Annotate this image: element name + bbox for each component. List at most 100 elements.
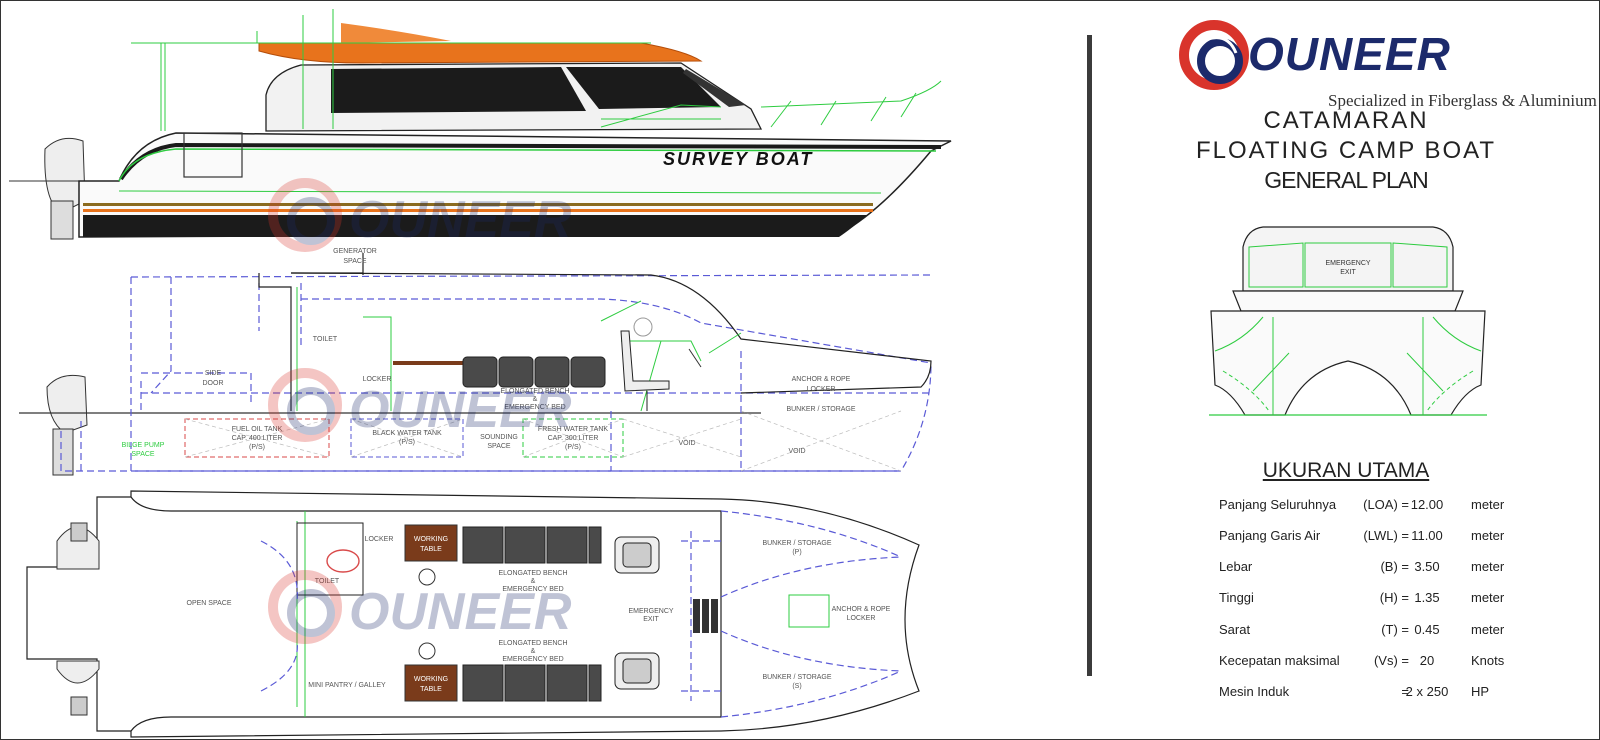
front-exit-label-2: EXIT <box>1340 269 1356 276</box>
bunker-s-label-1: BUNKER / STORAGE <box>762 674 831 681</box>
working-table-top-label-1: WORKING <box>414 536 448 543</box>
anchor-profile-label-1: ANCHOR & ROPE <box>792 376 851 383</box>
interior-profile-view: GENERATOR SPACE TOILET SIDE DOOR LOCKER … <box>19 248 932 476</box>
anchor-plan-label-2: LOCKER <box>847 615 876 622</box>
plan-outboard-motors <box>56 522 100 716</box>
spec-unit: Knots <box>1471 653 1505 668</box>
bunker-s-label-2: (S) <box>792 683 801 690</box>
fuel-label-3: (P/S) <box>249 444 265 451</box>
side-door-label-2: DOOR <box>203 380 224 387</box>
anchor-profile-label-2: LOCKER <box>807 386 836 393</box>
spec-row: Sarat (T) = 0.45 meter <box>1093 622 1599 644</box>
fresh-water-tank-profile <box>522 418 624 458</box>
working-table-bottom-label-1: WORKING <box>414 676 448 683</box>
brand-tagline: Specialized in Fiberglass & Aluminium Bo… <box>1328 91 1599 110</box>
bilge-label-1: BILGE PUMP <box>122 442 165 449</box>
black-water-tank-profile <box>350 418 464 458</box>
plan-bench-bottom <box>462 664 602 702</box>
locker-plan-label: LOCKER <box>365 536 394 543</box>
toilet-plan-label: TOILET <box>315 578 340 585</box>
working-table-bottom <box>404 664 458 702</box>
bench-profile-label-2: & <box>533 396 538 403</box>
spec-label: Panjang Seluruhnya <box>1219 497 1337 512</box>
deck-plan-view: OPEN SPACE TOILET LOCKER WORKING TABLE W… <box>26 490 920 738</box>
spec-value: 12.00 <box>1410 497 1444 512</box>
spec-unit: meter <box>1471 559 1505 574</box>
bench-profile-label-3: EMERGENCY BED <box>504 404 565 411</box>
bunker-profile-label: BUNKER / STORAGE <box>786 406 855 413</box>
generator-label-2: SPACE <box>343 258 367 265</box>
bench-top-label-3: EMERGENCY BED <box>502 586 563 593</box>
bench-profile-label-1: ELONGATED BENCH <box>500 388 569 395</box>
spec-symbol: (H) = <box>1379 590 1409 605</box>
spec-unit: meter <box>1471 528 1505 543</box>
spec-label: Mesin Induk <box>1219 684 1290 699</box>
watermarks: OUNEER OUNEER OUNEER <box>268 178 572 644</box>
working-table-top-label-2: TABLE <box>420 546 442 553</box>
generator-label-1: GENERATOR <box>333 248 377 255</box>
spec-label: Kecepatan maksimal <box>1219 653 1340 668</box>
fuel-label-2: CAP. 400 LITER <box>232 435 283 442</box>
spec-value: 3.50 <box>1414 559 1440 574</box>
bilge-label-2: SPACE <box>131 451 155 458</box>
spec-unit: meter <box>1471 497 1505 512</box>
spec-label: Panjang Garis Air <box>1219 528 1321 543</box>
side-roof <box>258 42 703 64</box>
bench-bottom-label-3: EMERGENCY BED <box>502 656 563 663</box>
open-space-label: OPEN SPACE <box>187 600 232 607</box>
front-view-drawing: EMERGENCY EXIT <box>1209 226 1487 416</box>
logo-emblem-icon <box>1179 20 1249 90</box>
brand-logo: OUNEER Specialized in Fiberglass & Alumi… <box>1178 19 1599 110</box>
spec-label: Tinggi <box>1219 590 1254 605</box>
working-table-bottom-label-2: TABLE <box>420 686 442 693</box>
spec-symbol: (LWL) = <box>1363 528 1409 543</box>
black-water-label-1: BLACK WATER TANK <box>372 430 442 437</box>
spec-value: 11.00 <box>1411 528 1443 543</box>
brand-name: OUNEER <box>1248 28 1451 80</box>
fuel-tank-profile <box>184 418 330 458</box>
toilet-profile-label: TOILET <box>313 336 338 343</box>
spec-row: Panjang Garis Air (LWL) =11.00 meter <box>1093 528 1599 550</box>
spec-unit: meter <box>1471 622 1505 637</box>
spec-symbol: (T) = <box>1381 622 1409 637</box>
spec-unit: meter <box>1471 590 1505 605</box>
spec-value: 2 x 250 <box>1405 684 1449 699</box>
helm-seats-plan <box>614 536 660 690</box>
locker-profile-label: LOCKER <box>363 376 392 383</box>
title-line-3: GENERAL PLAN <box>1264 167 1429 193</box>
vertical-divider <box>1087 35 1092 676</box>
fresh-water-label-2: CAP. 300 LITER <box>548 435 599 442</box>
helm-seat-profile <box>620 317 702 411</box>
title-line-1: CATAMARAN <box>1263 107 1429 134</box>
specs-title: UKURAN UTAMA <box>1262 459 1430 482</box>
front-exit-label-1: EMERGENCY <box>1325 260 1370 267</box>
spec-label: Lebar <box>1219 559 1253 574</box>
profile-bench <box>393 361 463 365</box>
bench-top-label-2: & <box>531 578 536 585</box>
bench-bottom-label-1: ELONGATED BENCH <box>498 640 567 647</box>
outboard-motor-side <box>9 137 86 240</box>
pantry-label: MINI PANTRY / GALLEY <box>308 682 386 689</box>
hull-name-label: SURVEY BOAT <box>663 149 813 169</box>
spec-value: 0.45 <box>1414 622 1440 637</box>
spec-label: Sarat <box>1219 622 1251 637</box>
fresh-water-label-1: FRESH WATER TANK <box>538 426 608 433</box>
spec-symbol: = <box>1401 684 1409 699</box>
plan-hull-outline <box>26 490 920 738</box>
bench-top-label-1: ELONGATED BENCH <box>498 570 567 577</box>
spec-unit: HP <box>1471 684 1490 699</box>
fuel-label-1: FUEL OIL TANK <box>232 426 283 433</box>
outboard-motor-profile <box>46 374 88 476</box>
title-panel: OUNEER Specialized in Fiberglass & Alumi… <box>1093 1 1599 739</box>
bench-bottom-label-2: & <box>531 648 536 655</box>
anchor-plan-label-1: ANCHOR & ROPE <box>832 606 891 613</box>
svg-text:OUNEER: OUNEER <box>349 381 572 439</box>
black-water-label-2: (P/S) <box>399 439 415 446</box>
spec-symbol: (Vs) = <box>1373 653 1409 668</box>
fresh-water-label-3: (P/S) <box>565 444 581 451</box>
bunker-p-label-1: BUNKER / STORAGE <box>762 540 831 547</box>
